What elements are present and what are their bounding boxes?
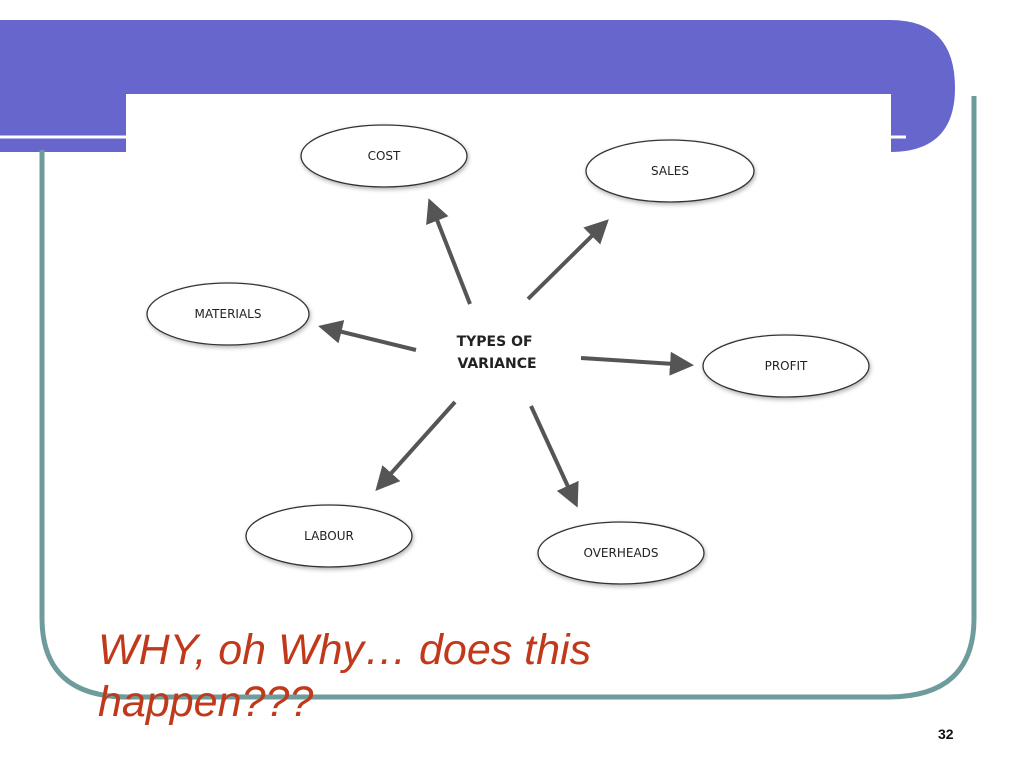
slide-caption: WHY, oh Why… does this happen??? (98, 626, 592, 726)
center-label-line-1: TYPES OF (457, 334, 533, 350)
node-materials-label: MATERIALS (195, 307, 262, 321)
node-materials: MATERIALS (146, 282, 310, 346)
arrow-to-profit (580, 351, 694, 376)
center-label: TYPES OF VARIANCE (457, 334, 538, 372)
node-sales-label: SALES (651, 164, 689, 178)
node-cost-label: COST (368, 149, 401, 163)
diagram-panel: TYPES OF VARIANCE COST SALES MATERIALS P… (126, 94, 891, 614)
page-number: 32 (938, 726, 954, 742)
node-labour-label: LABOUR (304, 529, 354, 543)
center-label-line-2: VARIANCE (457, 356, 536, 372)
node-labour: LABOUR (245, 504, 413, 568)
arrow-to-cost (426, 198, 472, 305)
node-overheads-label: OVERHEADS (583, 546, 658, 560)
arrow-to-materials (318, 320, 417, 352)
arrow-to-overheads (529, 405, 579, 508)
node-cost: COST (300, 124, 468, 188)
node-sales: SALES (585, 139, 755, 203)
node-profit: PROFIT (702, 334, 870, 398)
content-border (39, 96, 977, 700)
arrow-to-sales (526, 219, 609, 301)
variance-diagram: TYPES OF VARIANCE COST SALES MATERIALS P… (146, 124, 870, 585)
node-profit-label: PROFIT (765, 359, 808, 373)
arrow-to-labour (375, 400, 457, 491)
node-overheads: OVERHEADS (537, 521, 705, 585)
